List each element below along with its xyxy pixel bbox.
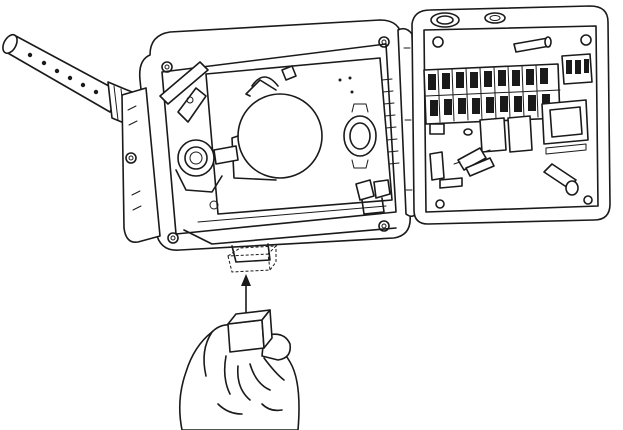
detector-housing-icon [121,19,411,263]
terminal-compartment-icon [411,5,611,225]
test-module-icon [227,309,273,353]
test-module-position-outline [227,245,278,273]
sampling-tube-icon [2,33,137,129]
